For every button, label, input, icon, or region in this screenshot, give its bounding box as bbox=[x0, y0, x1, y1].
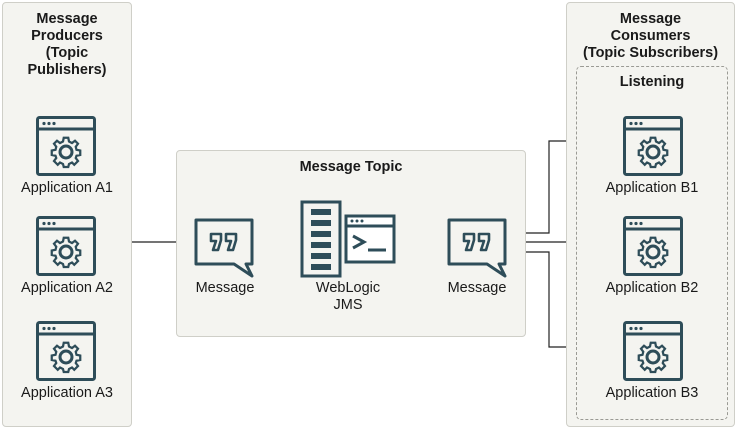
terminal-window-icon bbox=[344, 214, 396, 264]
consumers-title: Message Consumers (Topic Subscribers) bbox=[582, 11, 719, 61]
message-in-label: Message bbox=[195, 280, 255, 296]
listening-group: Listening bbox=[576, 66, 728, 420]
message-quote-icon bbox=[194, 218, 254, 278]
message-quote-icon bbox=[447, 218, 507, 278]
app-label-b3: Application B3 bbox=[605, 385, 699, 401]
app-window-gear-icon bbox=[36, 216, 96, 276]
message-out-label: Message bbox=[447, 280, 507, 296]
topic-title: Message Topic bbox=[299, 159, 403, 175]
listening-title: Listening bbox=[619, 74, 685, 90]
app-window-gear-icon bbox=[623, 321, 683, 381]
app-label-a3: Application A3 bbox=[21, 385, 113, 401]
app-label-b1: Application B1 bbox=[605, 180, 699, 196]
app-window-gear-icon bbox=[36, 116, 96, 176]
app-window-gear-icon bbox=[623, 216, 683, 276]
app-label-a1: Application A1 bbox=[21, 180, 113, 196]
server-icon bbox=[300, 200, 342, 278]
app-window-gear-icon bbox=[623, 116, 683, 176]
consumers-panel: Message Consumers (Topic Subscribers) bbox=[566, 2, 735, 427]
producers-title: Message Producers (Topic Publishers) bbox=[27, 11, 107, 78]
app-label-a2: Application A2 bbox=[21, 280, 113, 296]
weblogic-jms-label: WebLogic JMS bbox=[315, 280, 381, 313]
app-label-b2: Application B2 bbox=[605, 280, 699, 296]
producers-panel: Message Producers (Topic Publishers) bbox=[2, 2, 132, 427]
app-window-gear-icon bbox=[36, 321, 96, 381]
